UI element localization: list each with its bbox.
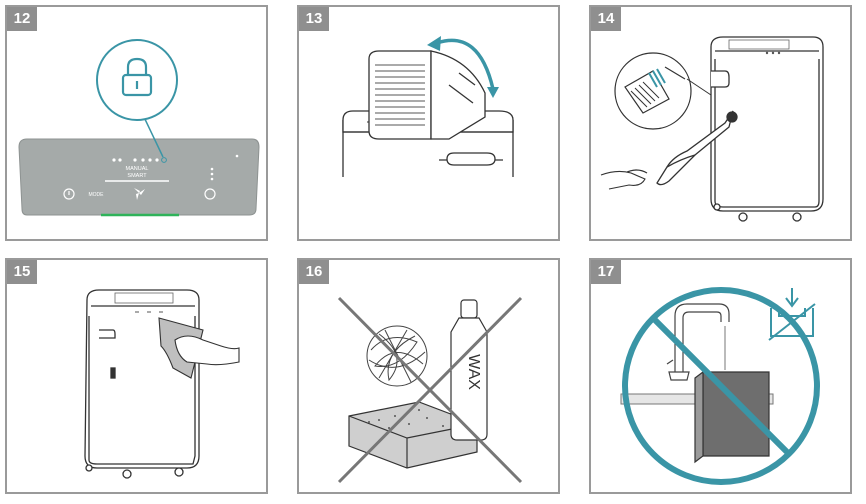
no-water-washing-illustration (620, 287, 820, 485)
lock-indicator-icon (161, 157, 167, 163)
prohibited-cross-icon (337, 296, 523, 484)
rotate-arrow-icon (427, 36, 499, 98)
magnifier-circle (96, 39, 178, 121)
step-panel-14: 14 (589, 5, 852, 241)
filter-cover-illustration (342, 36, 514, 177)
callout-line (686, 78, 712, 96)
wipe-unit-illustration (84, 289, 240, 479)
control-panel-illustration: MANUAL SMART MODE (18, 39, 260, 217)
step-panel-17: 17 (589, 258, 852, 494)
step-panel-15: 15 (5, 258, 268, 494)
fan-icon[interactable] (134, 188, 145, 200)
lock-icon (121, 57, 153, 97)
mode-label-smart: SMART (127, 173, 147, 179)
step-number-badge: 13 (299, 7, 329, 31)
mode-button[interactable]: MODE (89, 192, 105, 198)
step-panel-16: 16 WAX (297, 258, 560, 494)
step-number-badge: 12 (7, 7, 37, 31)
wax-bottle-label: WAX (465, 354, 482, 390)
dehumidifier-unit (84, 289, 200, 479)
hand (600, 170, 646, 190)
filter-grille (375, 64, 425, 126)
brush-detail (624, 66, 686, 114)
timer-button[interactable] (204, 188, 216, 200)
indicator-icons (112, 158, 159, 162)
prohibition-sign-icon (622, 287, 820, 485)
step-number-badge: 14 (591, 7, 621, 31)
no-wash-filter-icon (768, 288, 816, 341)
wax-bottle: WAX (450, 299, 488, 441)
hand (174, 335, 240, 366)
step-panel-13: 13 (297, 5, 560, 241)
callout-line (142, 114, 164, 158)
step-number-badge: 15 (7, 260, 37, 284)
prohibited-cleaning-items-illustration: WAX (337, 296, 523, 484)
step-panel-12: 12 MANUAL SMART MODE (5, 5, 268, 241)
power-button[interactable] (63, 188, 75, 200)
step-number-badge: 17 (591, 260, 621, 284)
filter (694, 370, 770, 464)
vacuum-cleaning-illustration (600, 36, 824, 222)
side-indicator-dots (210, 154, 239, 181)
step-number-badge: 16 (299, 260, 329, 284)
dehumidifier-unit (710, 36, 824, 222)
appliance-top (342, 50, 514, 177)
mode-label-manual: MANUAL (126, 166, 149, 172)
